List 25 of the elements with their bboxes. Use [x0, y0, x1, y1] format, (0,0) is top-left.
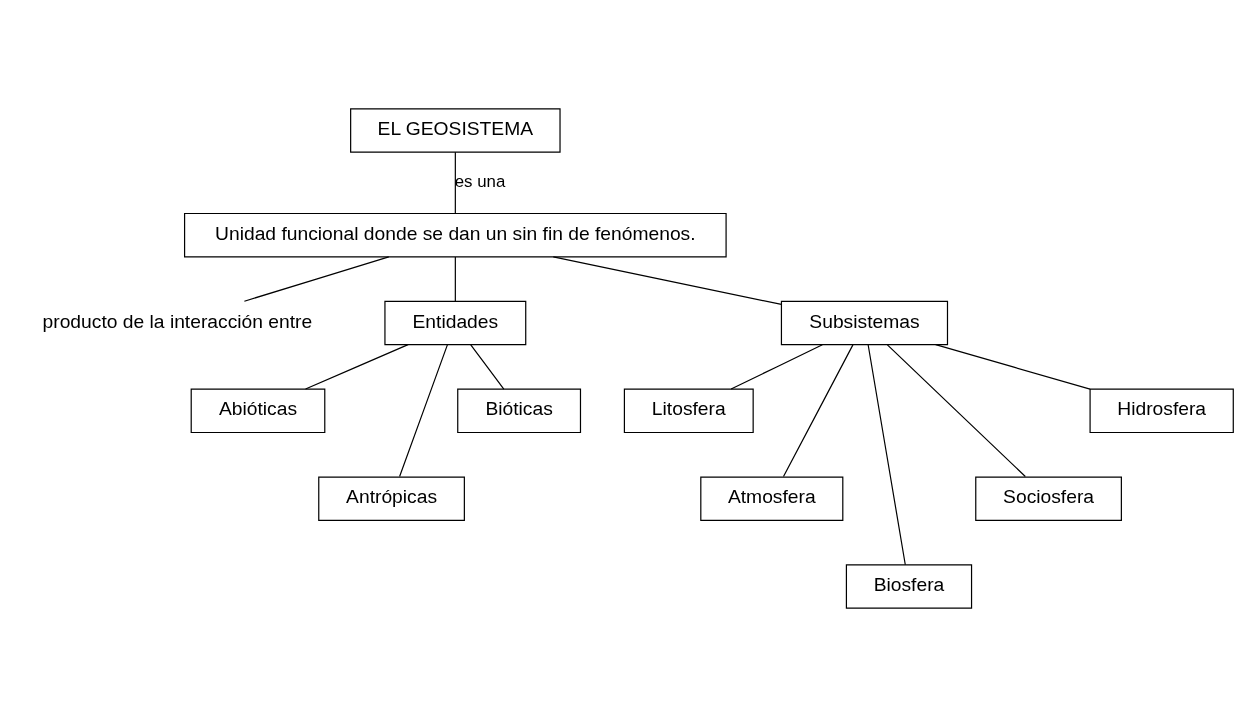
node-box: Unidad funcional donde se dan un sin fin de fenómenos. — [184, 212, 727, 257]
connector — [867, 343, 906, 565]
node-box: Entidades — [384, 300, 527, 345]
connector — [243, 255, 390, 302]
node-box: Antrópicas — [318, 475, 465, 521]
node-box: Subsistemas — [780, 300, 949, 345]
connector — [304, 343, 409, 390]
connector — [454, 255, 456, 302]
connector — [730, 343, 823, 390]
node-box: EL GEOSISTEMA — [350, 107, 561, 153]
node-box: Abióticas — [190, 388, 326, 433]
connector — [552, 255, 782, 305]
node-box: Hidrosfera — [1089, 388, 1234, 433]
node-box: Litosfera — [623, 388, 754, 433]
node-text: producto de la interacción entre — [42, 310, 313, 332]
node-box: Atmosfera — [700, 475, 844, 521]
node-box: Biosfera — [845, 563, 973, 609]
connector — [782, 343, 854, 477]
connector — [399, 343, 448, 477]
connector — [886, 343, 1026, 477]
node-box: Bióticas — [457, 388, 582, 433]
connector — [935, 343, 1091, 390]
connector — [454, 151, 456, 214]
connector — [470, 343, 505, 390]
node-box: Sociosfera — [975, 475, 1122, 521]
